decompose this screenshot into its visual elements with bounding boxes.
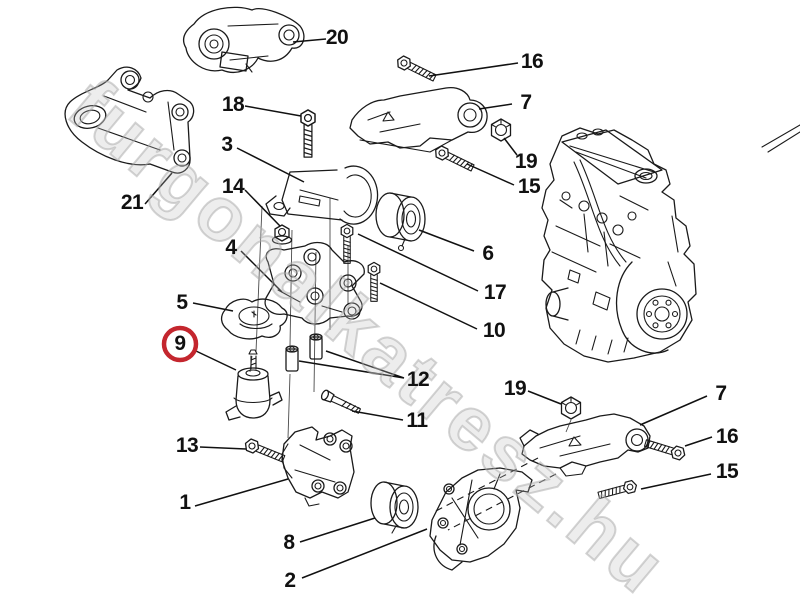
part-7-upper-drawing (349, 86, 488, 153)
part-20-drawing (182, 6, 305, 73)
callout-19-upper: 19 (514, 150, 538, 173)
callout-11: 11 (406, 409, 428, 432)
callout-14: 14 (221, 175, 245, 198)
callout-21: 21 (120, 191, 144, 214)
callout-5: 5 (176, 291, 188, 314)
callout-12: 12 (406, 368, 430, 391)
part-16-lower-bolt-drawing (643, 436, 688, 462)
callout-3: 3 (221, 133, 233, 156)
part-3-drawing (265, 165, 379, 225)
part-14-nut-drawing (271, 224, 293, 245)
part-13-bolt-drawing (242, 437, 287, 466)
callout-19-lower: 19 (503, 377, 527, 400)
callout-7-upper: 7 (520, 91, 532, 114)
part-19-upper-nut-drawing (490, 118, 512, 142)
part-15-upper-bolt-drawing (432, 143, 476, 175)
highlight-circle (161, 325, 199, 363)
callout-8: 8 (283, 531, 295, 554)
callout-17: 17 (483, 281, 507, 304)
callout-10: 10 (482, 319, 506, 342)
callout-15-lower: 15 (715, 460, 739, 483)
part-6-drawing (375, 192, 426, 252)
part-1-drawing (281, 426, 355, 507)
callout-9-highlighted: 9 (174, 332, 186, 355)
callout-20: 20 (325, 26, 349, 49)
callout-leader-lines (144, 38, 713, 579)
part-7-lower-drawing (519, 413, 651, 477)
part-15-lower-bolt-drawing (596, 479, 639, 502)
callout-16-lower: 16 (715, 425, 739, 448)
part-21-drawing (64, 66, 195, 174)
part-12-spacers-drawing (285, 333, 323, 372)
callout-6: 6 (482, 242, 494, 265)
callout-13: 13 (175, 434, 199, 457)
part-8-drawing (370, 481, 419, 534)
callout-15-upper: 15 (517, 175, 541, 198)
part-10-bolt-drawing (367, 261, 381, 302)
part-16-upper-bolt-drawing (394, 53, 438, 85)
edge-line-fragment (761, 124, 800, 153)
part-2-drawing (429, 467, 533, 571)
part-18-bolt-drawing (300, 109, 316, 158)
part-4-drawing (264, 241, 365, 325)
assembly-dashed-lines (433, 457, 557, 531)
engine-block-drawing (541, 127, 697, 363)
part-5-drawing (220, 298, 288, 340)
part-9-drawing (225, 349, 283, 421)
callout-16-upper: 16 (520, 50, 544, 73)
callout-7-lower: 7 (715, 382, 727, 405)
callout-2: 2 (284, 569, 296, 592)
callout-4: 4 (225, 236, 237, 259)
part-17-bolt-drawing (340, 223, 354, 264)
part-19-lower-nut-drawing (560, 396, 582, 420)
callout-1: 1 (179, 491, 191, 514)
callout-18: 18 (221, 93, 245, 116)
